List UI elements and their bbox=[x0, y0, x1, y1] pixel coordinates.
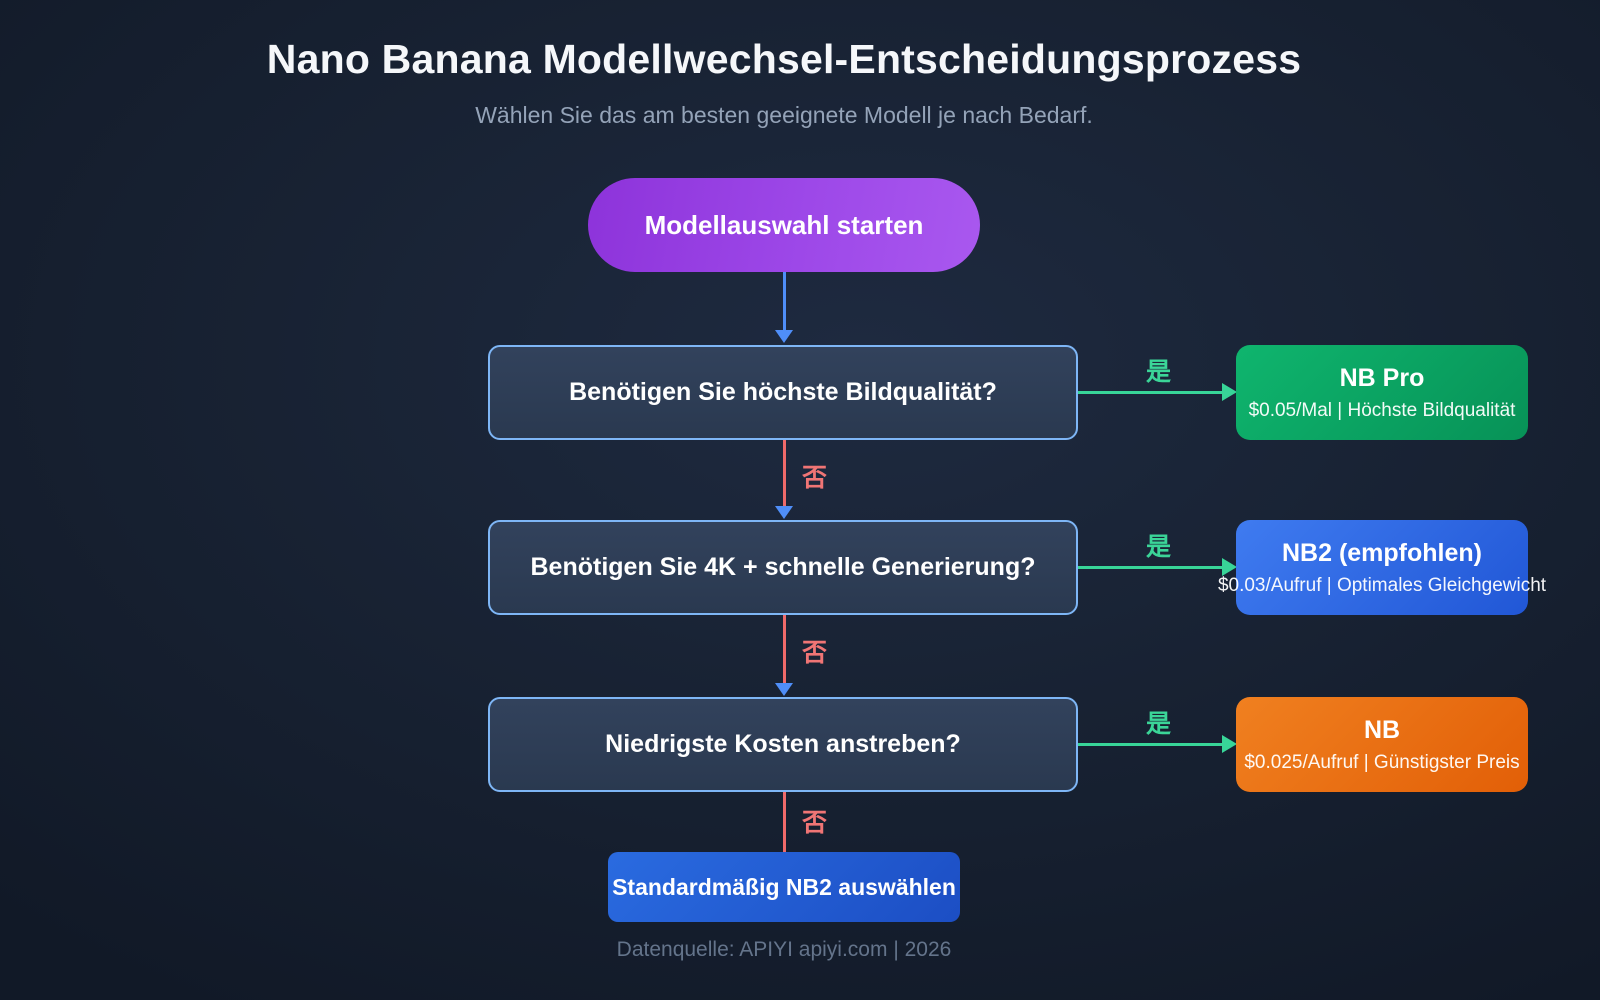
result-node-nb: NB $0.025/Aufruf | Günstigster Preis bbox=[1236, 697, 1528, 792]
result-subtitle: $0.03/Aufruf | Optimales Gleichgewicht bbox=[1217, 574, 1547, 596]
no-connector-line bbox=[782, 792, 786, 852]
result-node-nb2: NB2 (empfohlen) $0.03/Aufruf | Optimales… bbox=[1218, 520, 1546, 615]
arrow-right-icon bbox=[1222, 735, 1237, 753]
yes-arrow-line bbox=[1078, 743, 1222, 746]
default-node: Standardmäßig NB2 auswählen bbox=[608, 852, 960, 922]
no-label: 否 bbox=[802, 464, 828, 492]
result-title: NB Pro bbox=[1339, 363, 1425, 392]
connector-start-line bbox=[782, 272, 786, 332]
result-title: NB2 (empfohlen) bbox=[1282, 538, 1482, 567]
yes-arrow-line bbox=[1078, 566, 1222, 569]
default-node-label: Standardmäßig NB2 auswählen bbox=[612, 873, 956, 900]
decision-box-quality: Benötigen Sie höchste Bildqualität? bbox=[488, 345, 1078, 440]
start-node-label: Modellauswahl starten bbox=[644, 209, 924, 240]
data-source-footer: Datenquelle: APIYI apiyi.com | 2026 bbox=[616, 938, 952, 961]
arrow-right-icon bbox=[1222, 558, 1237, 576]
arrow-down-icon bbox=[775, 506, 793, 519]
no-connector-line bbox=[782, 440, 786, 508]
decision-question: Niedrigste Kosten anstreben? bbox=[605, 730, 961, 758]
result-subtitle: $0.05/Mal | Höchste Bildqualität bbox=[1248, 399, 1516, 421]
yes-arrow-line bbox=[1078, 391, 1222, 394]
arrow-down-icon bbox=[775, 330, 793, 343]
yes-label: 是 bbox=[1146, 533, 1172, 561]
decision-box-4k-speed: Benötigen Sie 4K + schnelle Generierung? bbox=[488, 520, 1078, 615]
no-label: 否 bbox=[802, 809, 828, 837]
decision-question: Benötigen Sie 4K + schnelle Generierung? bbox=[530, 553, 1036, 581]
page-title: Nano Banana Modellwechsel-Entscheidungsp… bbox=[266, 36, 1302, 82]
no-connector-line bbox=[782, 615, 786, 685]
start-node: Modellauswahl starten bbox=[588, 178, 980, 272]
decision-question: Benötigen Sie höchste Bildqualität? bbox=[569, 378, 997, 406]
page-subtitle: Wählen Sie das am besten geeignete Model… bbox=[475, 102, 1093, 128]
yes-label: 是 bbox=[1146, 358, 1172, 386]
result-title: NB bbox=[1363, 715, 1401, 744]
result-node-nb-pro: NB Pro $0.05/Mal | Höchste Bildqualität bbox=[1236, 345, 1528, 440]
arrow-down-icon bbox=[775, 683, 793, 696]
yes-label: 是 bbox=[1146, 710, 1172, 738]
result-subtitle: $0.025/Aufruf | Günstigster Preis bbox=[1244, 751, 1520, 773]
arrow-right-icon bbox=[1222, 383, 1237, 401]
no-label: 否 bbox=[802, 639, 828, 667]
decision-box-lowest-cost: Niedrigste Kosten anstreben? bbox=[488, 697, 1078, 792]
